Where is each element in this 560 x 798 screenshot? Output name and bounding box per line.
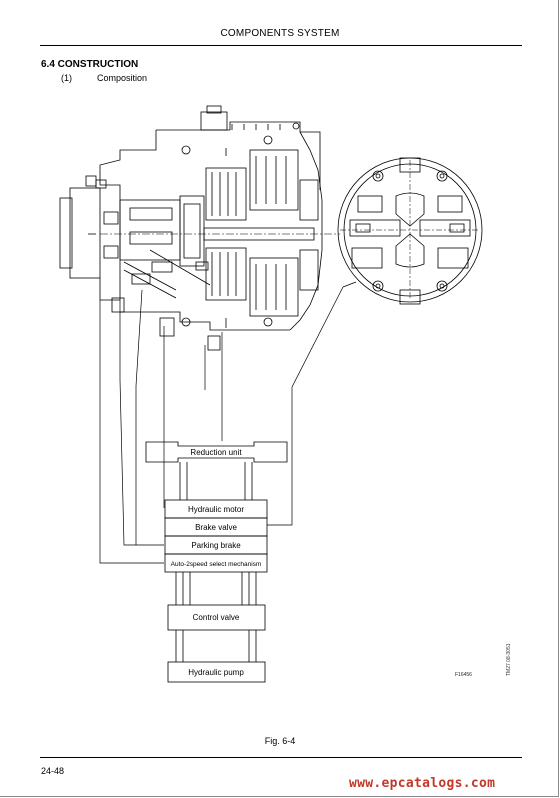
item-label: Composition bbox=[97, 73, 148, 83]
control-valve-label: Control valve bbox=[193, 613, 240, 622]
watermark: www.epcatalogs.com bbox=[349, 776, 496, 791]
block-diagram bbox=[145, 441, 288, 683]
header-rule bbox=[40, 45, 522, 46]
figure-caption: Fig. 6-4 bbox=[264, 736, 296, 746]
brake-valve-detail-view bbox=[337, 157, 483, 305]
hydraulic-pump-label: Hydraulic pump bbox=[188, 668, 244, 677]
motor-cross-section bbox=[59, 105, 340, 351]
parking-brake-label: Parking brake bbox=[191, 541, 241, 550]
item-number: (1) bbox=[61, 73, 72, 83]
footer-rule bbox=[40, 757, 522, 758]
drawing-code: F16456 bbox=[455, 672, 472, 678]
side-code: TM27 08-3051 bbox=[506, 643, 512, 676]
brake-valve-label: Brake valve bbox=[195, 523, 237, 532]
leader-lines bbox=[99, 281, 357, 564]
reduction-unit-label: Reduction unit bbox=[190, 448, 242, 457]
hydraulic-motor-label: Hydraulic motor bbox=[188, 505, 244, 514]
auto-2speed-label: Auto-2speed select mechanism bbox=[171, 561, 262, 568]
header-title: COMPONENTS SYSTEM bbox=[220, 28, 340, 39]
section-heading: 6.4 CONSTRUCTION bbox=[41, 59, 139, 70]
page-number: 24-48 bbox=[41, 766, 65, 776]
